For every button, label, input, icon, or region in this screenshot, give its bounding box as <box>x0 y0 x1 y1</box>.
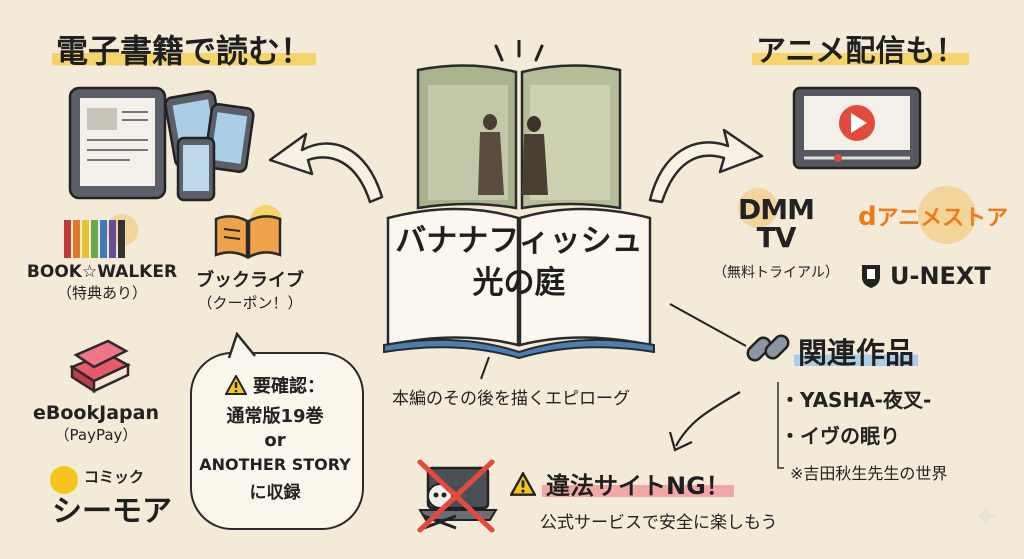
left-heading-text: 電子書籍で読む！ <box>52 32 317 70</box>
warning-icon <box>510 471 536 496</box>
skull-laptop-crossed-illustration <box>417 459 498 533</box>
related-title: 関連作品 <box>794 330 919 372</box>
related-item-2[interactable]: ・イヴの眠り <box>780 424 900 448</box>
devices-illustration <box>68 86 255 202</box>
danime-d: d <box>858 202 877 232</box>
cmoa-badge-icon <box>50 466 78 494</box>
notice-title: 要確認： <box>253 376 325 397</box>
dmmtv-note: （無料トライアル） <box>713 265 839 281</box>
book-title-line1: バナナフィッシュ <box>395 223 643 259</box>
unext-shield-icon <box>862 265 880 288</box>
notice-content: 要確認： 通常版19巻 or ANOTHER STORY に収録 <box>192 372 358 503</box>
dmmtv-line1: DMM <box>738 193 815 226</box>
related-title-text: 関連作品 <box>794 336 919 370</box>
right-heading-text: アニメ配信も！ <box>752 34 970 69</box>
booklive-label[interactable]: ブックライブ （クーポン！） <box>180 266 320 313</box>
ebookjapan-label[interactable]: eBookJapan （PayPay） <box>16 402 176 445</box>
dmmtv-highlight-circle <box>738 188 778 228</box>
illegal-title: 違法サイトNG！ <box>510 466 734 501</box>
book-title: バナナフィッシュ 光の庭 <box>390 220 648 304</box>
epilogue-caption: 本編のその後を描くエピローグ <box>392 389 630 409</box>
illegal-subtitle: 公式サービスで安全に楽しもう <box>540 513 778 533</box>
tv-play-illustration <box>792 86 922 170</box>
illegal-title-text: 違法サイトNG！ <box>542 466 734 501</box>
right-heading: アニメ配信も！ <box>752 26 970 70</box>
danime-highlight-circle <box>918 186 976 244</box>
cmoa-big: シーモア <box>52 494 172 529</box>
unext-logo[interactable]: U-NEXT <box>860 262 991 290</box>
link-chain-icon <box>746 334 790 362</box>
booklive-logo <box>214 205 282 260</box>
notice-line1: 通常版19巻 <box>226 406 324 427</box>
bookwalker-label[interactable]: BOOK☆WALKER （特典あり） <box>22 262 182 303</box>
notice-bubble <box>190 352 364 530</box>
notice-bubble-tail <box>227 332 256 359</box>
bookwalker-name: BOOK☆WALKER <box>26 262 178 282</box>
warning-icon <box>225 375 247 395</box>
left-heading: 電子書籍で読む！ <box>52 26 317 72</box>
epilogue-pointer <box>480 356 490 380</box>
bookwalker-note: （特典あり） <box>56 284 147 302</box>
ebookjapan-note: （PayPay） <box>54 426 138 444</box>
left-arrow <box>268 132 384 204</box>
ebookjapan-name: eBookJapan <box>33 402 159 424</box>
related-bracket <box>777 382 784 469</box>
book-title-line2: 光の庭 <box>472 265 566 301</box>
notice-line3: ANOTHER STORY <box>199 455 351 474</box>
booklive-name: ブックライブ <box>196 270 304 291</box>
bookwalker-logo <box>64 214 138 258</box>
unext-name: U-NEXT <box>890 262 991 290</box>
dmmtv-logo[interactable]: DMM TV <box>728 196 824 252</box>
connector-lines <box>668 303 747 452</box>
cmoa-small: コミック <box>84 468 145 486</box>
related-note: ※吉田秋生先生の世界 <box>790 464 948 483</box>
booklive-note: （クーポン！） <box>197 294 303 312</box>
notice-line4: に収録 <box>249 483 301 503</box>
cmoa-logo[interactable]: コミック シーモア <box>50 458 190 529</box>
ebookjapan-logo <box>69 339 131 394</box>
sparkle-icon <box>974 504 998 528</box>
open-book-illustration <box>383 40 655 360</box>
right-arrow <box>648 128 764 204</box>
danime-rest: アニメストア <box>876 206 1009 231</box>
notice-line2: or <box>264 430 286 451</box>
danime-logo[interactable]: dアニメストア <box>858 200 1008 232</box>
related-item-1[interactable]: ・YASHA-夜叉- <box>780 388 932 412</box>
dmmtv-line2: TV <box>756 221 797 254</box>
